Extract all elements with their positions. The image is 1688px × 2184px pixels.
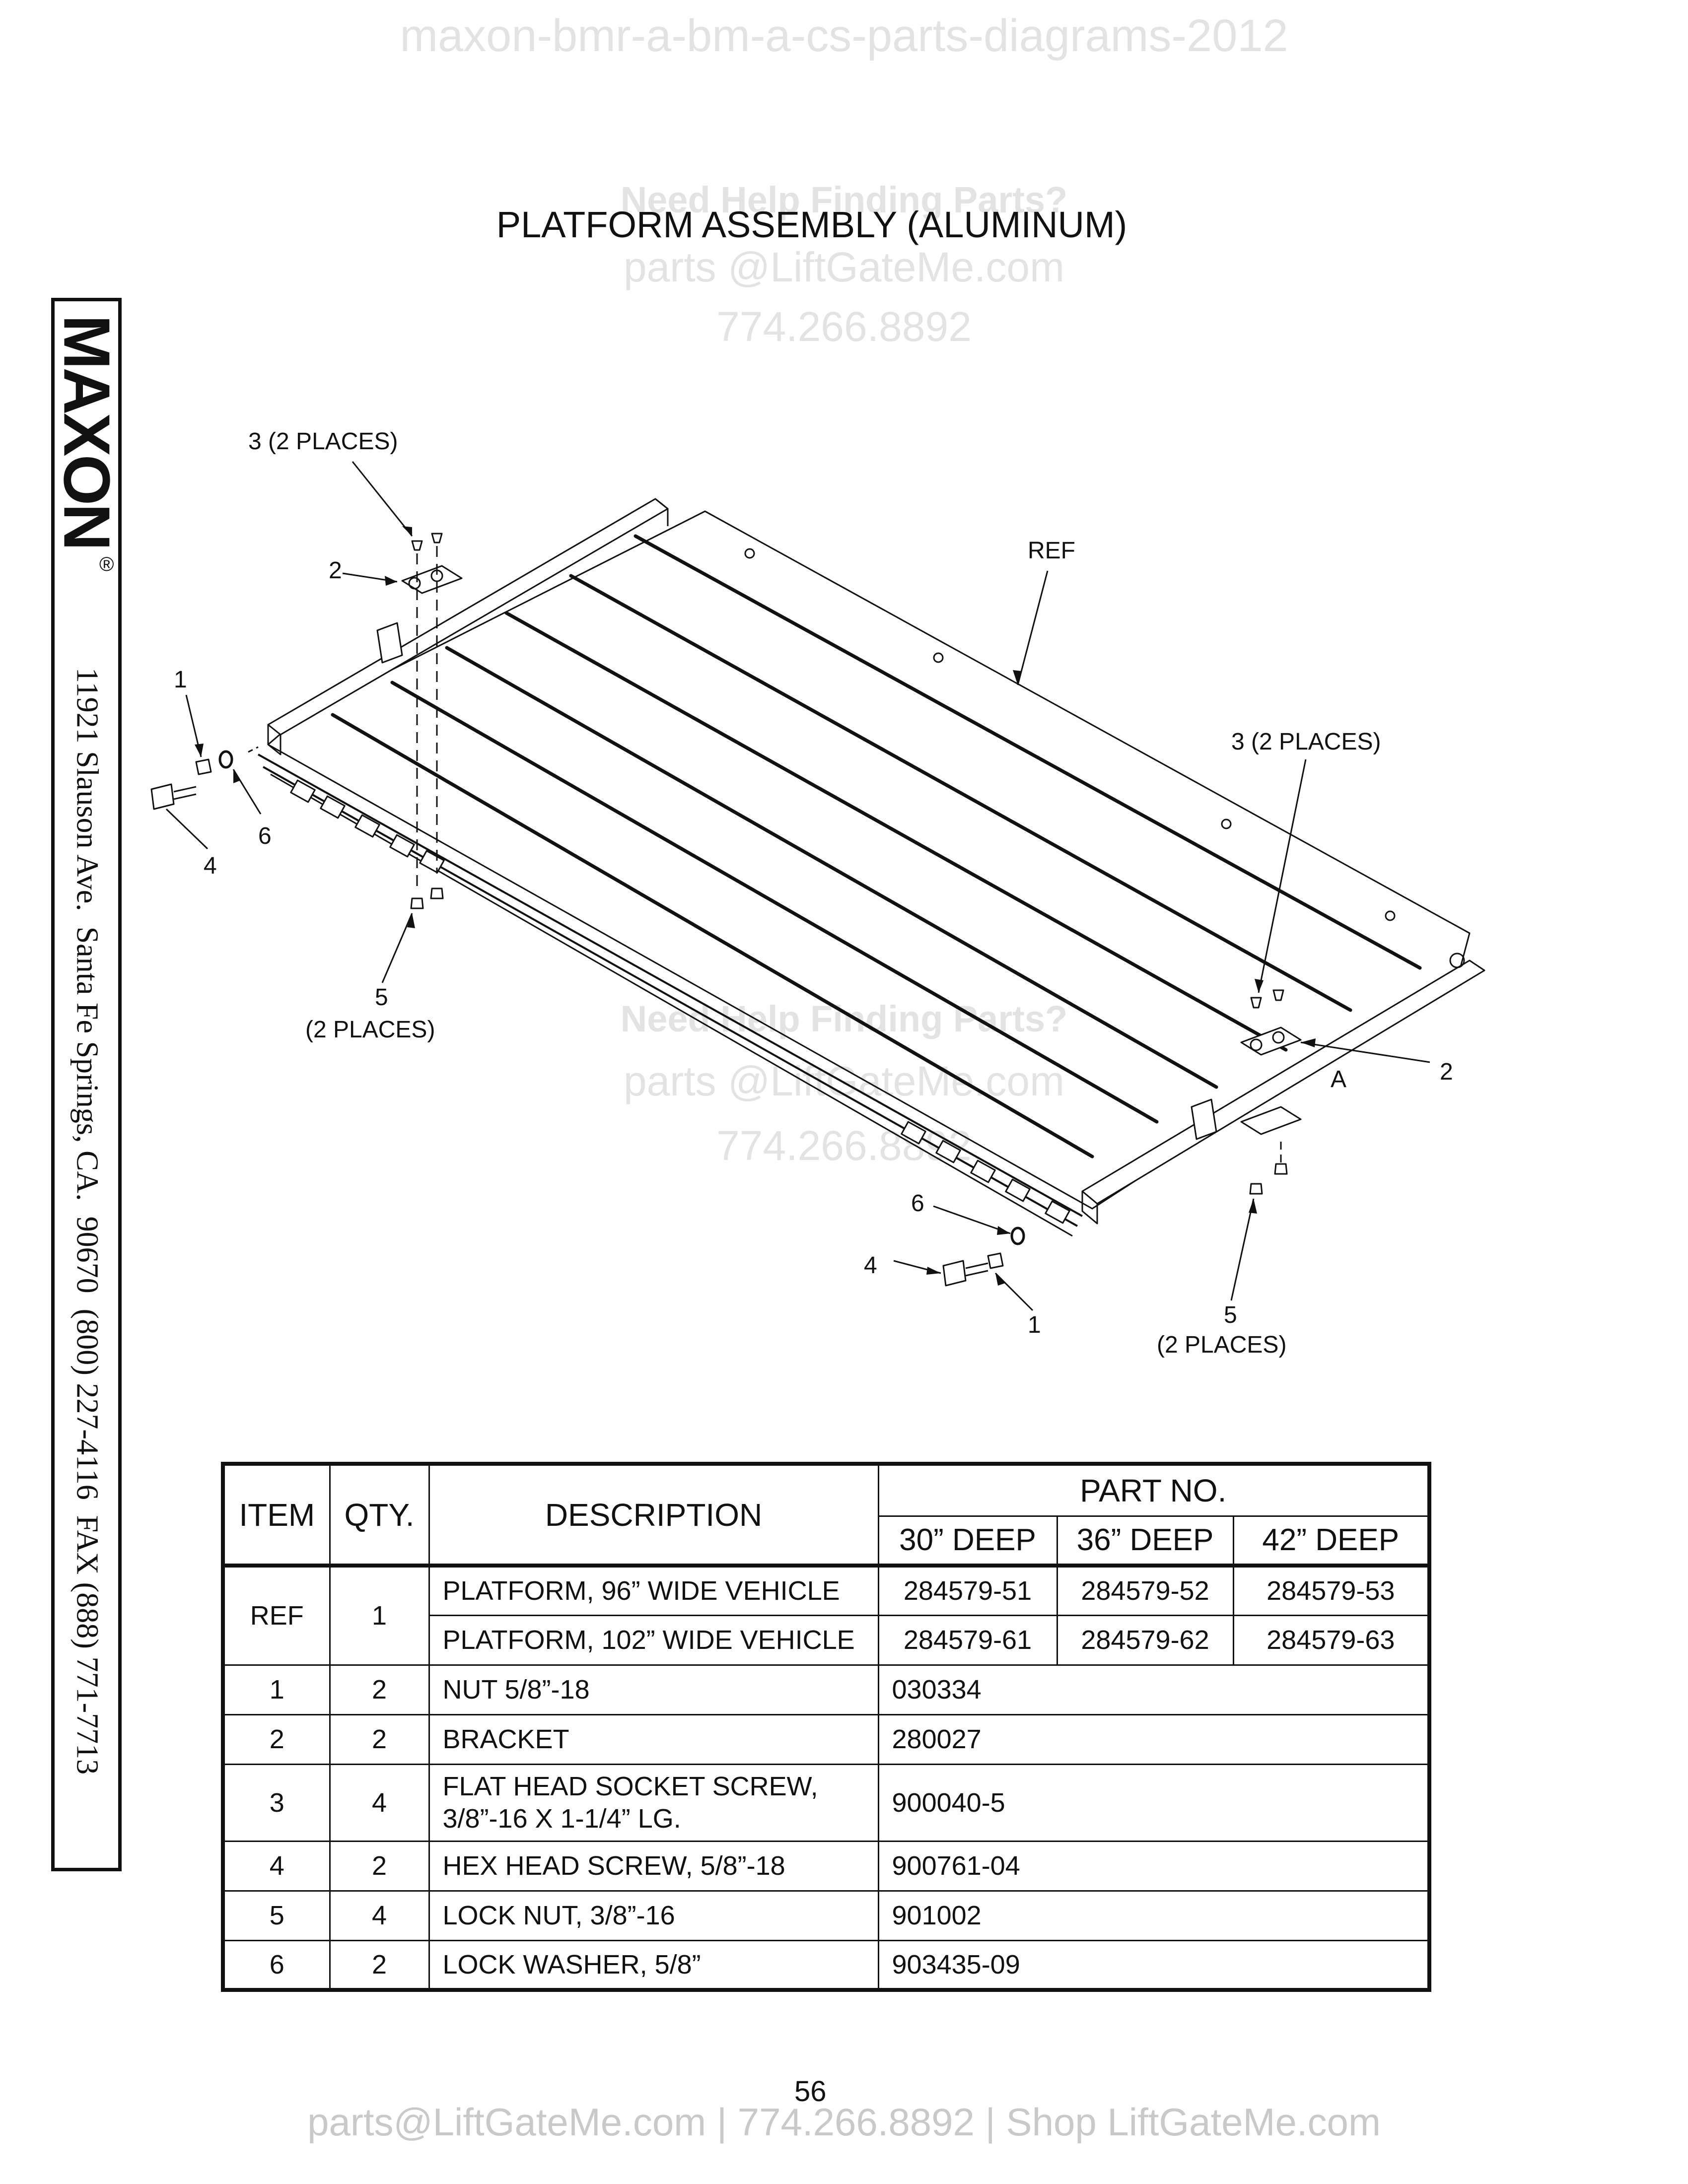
callout-screw-places-right: 3 (2 PLACES) bbox=[1231, 729, 1381, 755]
table-row: 3 4 FLAT HEAD SOCKET SCREW, 3/8”-16 X 1-… bbox=[222, 1763, 1430, 1842]
callout-nut-right: 1 bbox=[1028, 1312, 1041, 1338]
cell-part: 901002 bbox=[877, 1890, 1430, 1941]
cell-description: LOCK NUT, 3/8”-16 bbox=[428, 1890, 879, 1941]
cell-part-30: 284579-61 bbox=[877, 1614, 1058, 1666]
table-row: 1 2 NUT 5/8”-18 030334 bbox=[222, 1664, 1430, 1715]
cell-qty: 4 bbox=[329, 1763, 430, 1842]
header-item: ITEM bbox=[222, 1463, 331, 1567]
watermark-help-heading: Need Help Finding Parts? bbox=[620, 179, 1068, 220]
cell-part: 900761-04 bbox=[877, 1840, 1430, 1892]
header-30-deep: 30” DEEP bbox=[877, 1515, 1058, 1567]
callout-bracket-left: 2 bbox=[329, 557, 342, 584]
cell-qty: 2 bbox=[329, 1939, 430, 1991]
cell-qty: 4 bbox=[329, 1890, 430, 1941]
cell-item: 4 bbox=[222, 1840, 331, 1892]
header-part-no: PART NO. bbox=[877, 1463, 1430, 1517]
callout-locknut-left-places: (2 PLACES) bbox=[305, 1017, 435, 1043]
cell-part-36: 284579-62 bbox=[1056, 1614, 1234, 1666]
registered-mark: ® bbox=[99, 553, 114, 575]
cell-item: 2 bbox=[222, 1713, 331, 1765]
header-42-deep: 42” DEEP bbox=[1232, 1515, 1430, 1567]
cell-part: 030334 bbox=[877, 1664, 1430, 1715]
table-row: 5 4 LOCK NUT, 3/8”-16 901002 bbox=[222, 1890, 1430, 1941]
callout-bolt-left: 4 bbox=[204, 853, 217, 879]
callout-corner-mark: A bbox=[1331, 1066, 1346, 1092]
cell-description: PLATFORM, 96” WIDE VEHICLE bbox=[428, 1564, 879, 1616]
callout-washer-left: 6 bbox=[258, 823, 272, 849]
cell-item: 1 bbox=[222, 1664, 331, 1715]
table-row: 6 2 LOCK WASHER, 5/8” 903435-09 bbox=[222, 1939, 1430, 1991]
cell-description: HEX HEAD SCREW, 5/8”-18 bbox=[428, 1840, 879, 1892]
callout-washer-right: 6 bbox=[911, 1190, 924, 1217]
header-qty: QTY. bbox=[329, 1463, 430, 1567]
cell-part-30: 284579-51 bbox=[877, 1564, 1058, 1616]
footer-contact: parts@LiftGateMe.com | 774.266.8892 | Sh… bbox=[307, 2100, 1381, 2144]
watermark-doc-name: maxon-bmr-a-bm-a-cs-parts-diagrams-2012 bbox=[400, 10, 1288, 61]
page-title: PLATFORM ASSEMBLY (ALUMINUM) bbox=[496, 204, 1127, 245]
watermark-email: parts @LiftGateMe.com bbox=[623, 244, 1065, 290]
callout-bracket-right: 2 bbox=[1440, 1059, 1453, 1085]
callout-locknut-right-places: (2 PLACES) bbox=[1157, 1332, 1286, 1358]
cell-item: REF bbox=[222, 1564, 331, 1666]
cell-item: 3 bbox=[222, 1763, 331, 1842]
cell-item: 6 bbox=[222, 1939, 331, 1991]
cell-part-36: 284579-52 bbox=[1056, 1564, 1234, 1616]
cell-description: FLAT HEAD SOCKET SCREW, 3/8”-16 X 1-1/4”… bbox=[428, 1763, 879, 1842]
cell-part-42: 284579-53 bbox=[1232, 1564, 1430, 1616]
callout-locknut-right-num: 5 bbox=[1224, 1302, 1237, 1328]
callout-bolt-right: 4 bbox=[864, 1252, 877, 1279]
callout-screw-places-left: 3 (2 PLACES) bbox=[248, 428, 398, 455]
sidebar-frame bbox=[51, 298, 122, 1871]
cell-description: BRACKET bbox=[428, 1713, 879, 1765]
cell-description: PLATFORM, 102” WIDE VEHICLE bbox=[428, 1614, 879, 1666]
header-description: DESCRIPTION bbox=[428, 1463, 879, 1567]
header-36-deep: 36” DEEP bbox=[1056, 1515, 1234, 1567]
cell-qty: 2 bbox=[329, 1840, 430, 1892]
cell-qty: 1 bbox=[329, 1564, 430, 1666]
callout-nut-left: 1 bbox=[174, 667, 187, 693]
cell-qty: 2 bbox=[329, 1664, 430, 1715]
table-row: PLATFORM, 102” WIDE VEHICLE 284579-61 28… bbox=[223, 1614, 1430, 1666]
description-line-2: 3/8”-16 X 1-1/4” LG. bbox=[442, 1803, 681, 1834]
parts-table: ITEM QTY. DESCRIPTION PART NO. 30” DEEP … bbox=[221, 1462, 1432, 1992]
cell-part: 900040-5 bbox=[877, 1763, 1430, 1842]
cell-item: 5 bbox=[222, 1890, 331, 1941]
table-row: REF 1 PLATFORM, 96” WIDE VEHICLE 284579-… bbox=[222, 1564, 1430, 1666]
cell-qty: 2 bbox=[329, 1713, 430, 1765]
cell-part: 903435-09 bbox=[877, 1939, 1430, 1991]
cell-part-42: 284579-63 bbox=[1232, 1614, 1430, 1666]
page-number: 56 bbox=[794, 2075, 827, 2108]
cell-description: NUT 5/8”-18 bbox=[428, 1664, 879, 1715]
cell-description: LOCK WASHER, 5/8” bbox=[428, 1939, 879, 1991]
cell-part: 280027 bbox=[877, 1713, 1430, 1765]
table-row: 2 2 BRACKET 280027 bbox=[222, 1713, 1430, 1765]
description-line-1: FLAT HEAD SOCKET SCREW, bbox=[442, 1771, 818, 1801]
callout-locknut-left-num: 5 bbox=[375, 984, 388, 1011]
table-row: 4 2 HEX HEAD SCREW, 5/8”-18 900761-04 bbox=[222, 1840, 1430, 1892]
watermark-phone: 774.266.8892 bbox=[716, 303, 972, 350]
platform-assembly-diagram: 3 (2 PLACES) 2 REF 3 (2 PLACES) 1 6 4 5 … bbox=[150, 428, 1485, 1358]
callout-ref: REF bbox=[1028, 538, 1075, 564]
